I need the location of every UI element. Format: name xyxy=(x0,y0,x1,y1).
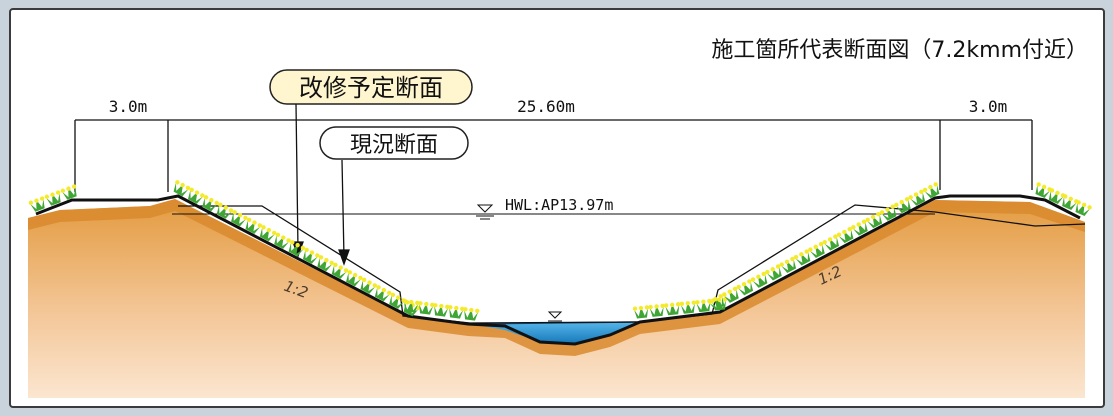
vegetation-tuft-icon xyxy=(808,241,825,259)
current-section-label: 現況断面 xyxy=(350,133,438,158)
vegetation-tuft-icon xyxy=(922,182,940,199)
vegetation-tuft-icon xyxy=(1075,200,1092,217)
vegetation-tuft-icon xyxy=(851,219,868,236)
vegetation-tuft-icon xyxy=(908,189,926,206)
vegetation-tuft-icon xyxy=(216,202,234,219)
planned-section-line xyxy=(35,194,1081,346)
right-top-width: 3.0m xyxy=(969,97,1008,116)
vegetation-tuft-icon xyxy=(403,299,420,313)
vegetation-tuft-icon xyxy=(231,210,248,227)
vegetation-tuft-icon xyxy=(736,279,754,296)
left-top-width: 3.0m xyxy=(109,97,148,116)
river-water xyxy=(470,322,640,344)
vegetation-tuft-icon xyxy=(317,255,334,272)
vegetation-tuft-icon xyxy=(648,303,665,317)
vegetation-tuft-icon xyxy=(1062,194,1079,211)
vegetation-tuft-icon xyxy=(463,307,480,321)
vegetation-tuft-icon xyxy=(679,300,696,314)
dimension-lines xyxy=(74,119,1033,192)
current-section-line xyxy=(178,204,1086,324)
vegetation-tuft-icon xyxy=(331,262,349,279)
planned-section-label-bg xyxy=(269,69,473,105)
current-section-label-bg xyxy=(319,126,469,160)
vegetation-tuft-icon xyxy=(779,256,797,273)
vegetation-tuft-icon xyxy=(288,240,306,257)
vegetation-tuft-icon xyxy=(707,294,725,311)
vegetation-tuft-icon xyxy=(722,286,739,303)
topsoil-band xyxy=(28,199,1085,356)
vegetation-tuft-icon xyxy=(28,196,45,212)
vegetation-tuft-icon xyxy=(632,305,650,319)
vegetation-tuft-icon xyxy=(202,195,219,212)
hwl-label: HWL:AP13.97m xyxy=(505,196,613,214)
soil-body xyxy=(28,199,1085,398)
vegetation-tuft-icon xyxy=(173,180,191,197)
vegetation-tuft-icon xyxy=(187,187,205,204)
vegetation-tuft-icon xyxy=(750,271,768,288)
vegetation-tuft-icon xyxy=(836,226,854,244)
vegetation-tuft-icon xyxy=(60,184,77,200)
planned-section-label: 改修予定断面 xyxy=(299,74,443,102)
channel-width: 25.60m xyxy=(517,97,575,116)
vegetation-tuft-icon xyxy=(879,204,897,221)
figure-title: 施工箇所代表断面図（7.2kmm付近） xyxy=(711,38,1088,63)
vegetation-tuft-icon xyxy=(765,264,782,281)
vegetation-tuft-icon xyxy=(259,225,277,242)
vegetation-tuft-icon xyxy=(664,302,681,316)
vegetation xyxy=(28,180,1092,321)
vegetation-tuft-icon xyxy=(433,303,450,317)
hwl-marker-icon xyxy=(476,204,494,220)
vegetation-tuft-icon xyxy=(360,277,378,294)
vegetation-tuft-icon xyxy=(374,285,392,302)
vegetation-tuft-icon xyxy=(302,247,320,264)
vegetation-tuft-icon xyxy=(448,305,465,319)
vegetation-tuft-icon xyxy=(894,197,911,214)
vegetation-tuft-icon xyxy=(793,249,811,266)
vegetation-tuft-icon xyxy=(274,232,291,249)
vegetation-tuft-icon xyxy=(865,212,883,229)
vegetation-tuft-icon xyxy=(1048,188,1066,205)
water-level-marker-icon xyxy=(547,311,563,322)
vegetation-tuft-icon xyxy=(44,190,61,206)
vegetation-tuft-icon xyxy=(245,217,263,234)
vegetation-tuft-icon xyxy=(822,234,840,251)
vegetation-tuft-icon xyxy=(346,270,363,287)
